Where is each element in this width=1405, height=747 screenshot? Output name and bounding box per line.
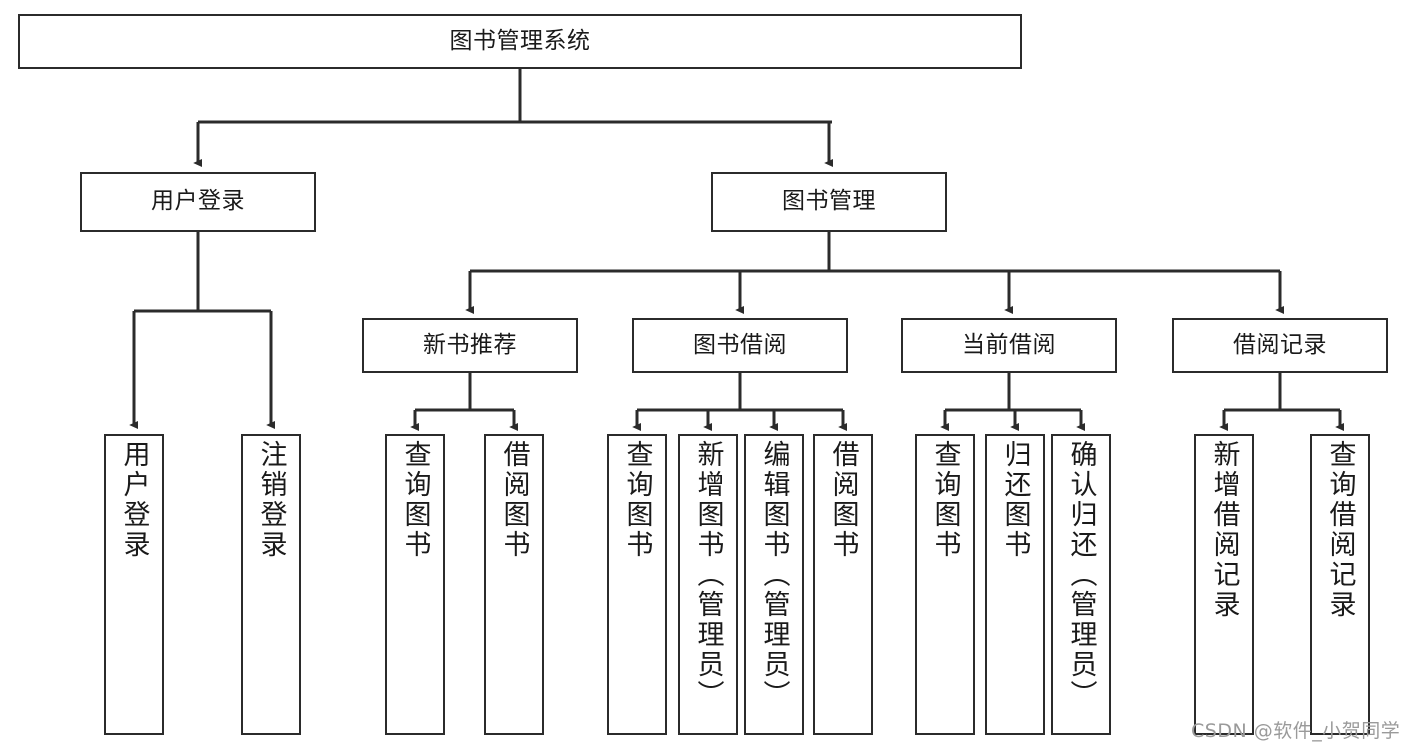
node-label: 借阅图书 bbox=[827, 440, 859, 560]
node-borrow-record[interactable]: 借阅记录 bbox=[1172, 318, 1388, 373]
node-label: 图书管理 bbox=[782, 188, 876, 215]
node-leaf-recommend-borrow-book[interactable]: 借阅图书 bbox=[484, 434, 544, 735]
node-label: 新书推荐 bbox=[423, 331, 517, 358]
node-label: 查询借阅记录 bbox=[1324, 440, 1356, 620]
node-leaf-current-query-book[interactable]: 查询图书 bbox=[915, 434, 975, 735]
node-new-book-recommend[interactable]: 新书推荐 bbox=[362, 318, 578, 373]
node-user-login[interactable]: 用户登录 bbox=[80, 172, 316, 232]
node-label: 新增借阅记录 bbox=[1208, 440, 1240, 620]
node-leaf-borrow-borrow-book[interactable]: 借阅图书 bbox=[813, 434, 873, 735]
node-label: 归还图书 bbox=[999, 440, 1031, 560]
node-book-management[interactable]: 图书管理 bbox=[711, 172, 947, 232]
node-label: 用户登录 bbox=[151, 188, 245, 215]
node-label: 借阅记录 bbox=[1233, 331, 1327, 358]
node-current-borrow[interactable]: 当前借阅 bbox=[901, 318, 1117, 373]
csdn-watermark: CSDN @软件_小贺同学 bbox=[1191, 720, 1401, 742]
node-leaf-current-return-book[interactable]: 归还图书 bbox=[985, 434, 1045, 735]
node-book-borrow[interactable]: 图书借阅 bbox=[632, 318, 848, 373]
node-label: 用户登录 bbox=[118, 440, 150, 560]
node-label: 图书借阅 bbox=[693, 331, 787, 358]
node-leaf-recommend-query-book[interactable]: 查询图书 bbox=[385, 434, 445, 735]
node-leaf-user-login[interactable]: 用户登录 bbox=[104, 434, 164, 735]
node-label: 查询图书 bbox=[929, 440, 961, 560]
node-label: 查询图书 bbox=[399, 440, 431, 560]
node-label: 借阅图书 bbox=[498, 440, 530, 560]
node-root-book-management-system[interactable]: 图书管理系统 bbox=[18, 14, 1022, 69]
node-label: 查询图书 bbox=[621, 440, 653, 560]
node-label: 新增图书（管理员） bbox=[692, 440, 724, 710]
node-leaf-record-query-record[interactable]: 查询借阅记录 bbox=[1310, 434, 1370, 735]
node-label: 确认归还（管理员） bbox=[1065, 440, 1097, 710]
node-label: 图书管理系统 bbox=[449, 27, 591, 54]
node-label: 注销登录 bbox=[255, 440, 287, 560]
node-leaf-borrow-query-book[interactable]: 查询图书 bbox=[607, 434, 667, 735]
node-label: 编辑图书（管理员） bbox=[758, 440, 790, 710]
node-leaf-current-confirm-return-admin[interactable]: 确认归还（管理员） bbox=[1051, 434, 1111, 735]
node-label: 当前借阅 bbox=[962, 331, 1056, 358]
node-leaf-borrow-edit-book-admin[interactable]: 编辑图书（管理员） bbox=[744, 434, 804, 735]
node-leaf-user-logout[interactable]: 注销登录 bbox=[241, 434, 301, 735]
node-leaf-borrow-add-book-admin[interactable]: 新增图书（管理员） bbox=[678, 434, 738, 735]
node-leaf-record-add-record[interactable]: 新增借阅记录 bbox=[1194, 434, 1254, 735]
